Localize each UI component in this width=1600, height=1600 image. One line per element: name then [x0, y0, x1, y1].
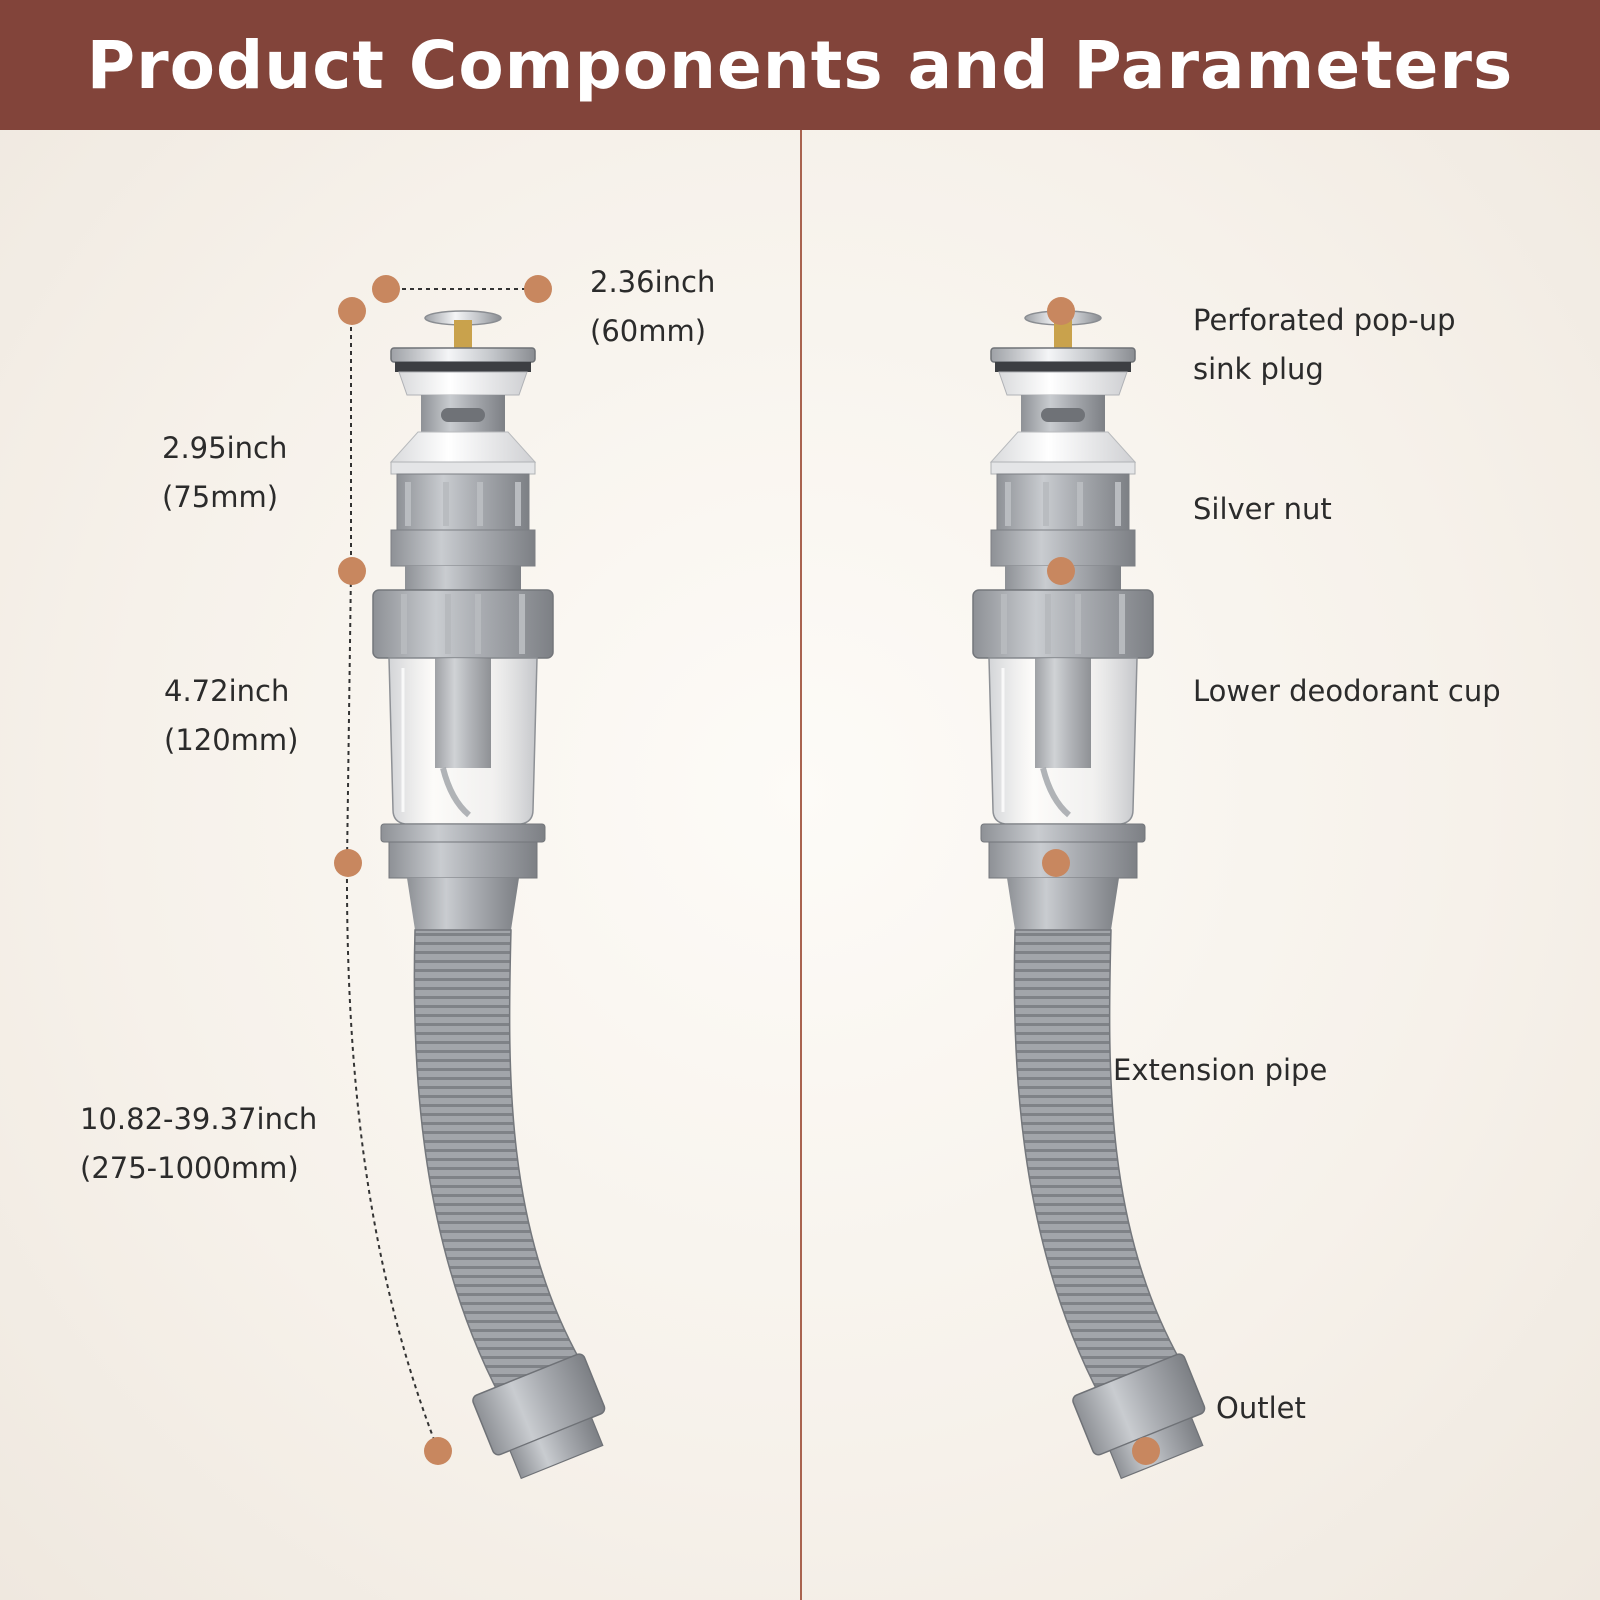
dimension-pipe-length: 10.82-39.37inch (275-1000mm) [80, 1095, 317, 1193]
marker-dot [1042, 849, 1070, 877]
component-outlet-label: Outlet [1216, 1391, 1306, 1425]
marker-dot [1047, 557, 1075, 585]
marker-dot [1132, 1437, 1160, 1465]
dimension-plug-width: 2.36inch (60mm) [590, 258, 715, 356]
panel-divider [800, 130, 802, 1600]
marker-dot [524, 275, 552, 303]
dimension-upper-height: 2.95inch (75mm) [162, 424, 287, 522]
marker-dot [372, 275, 400, 303]
dimension-inch: 4.72inch [164, 674, 290, 708]
dimension-inch: 2.36inch [590, 265, 716, 299]
drain-assembly-left [373, 311, 618, 1484]
dimension-mm: (120mm) [164, 723, 299, 757]
component-pipe-label: Extension pipe [1113, 1053, 1328, 1087]
component-plug-line1: Perforated pop-up [1193, 303, 1456, 337]
marker-dot [334, 849, 362, 877]
dimension-cup-height: 4.72inch (120mm) [164, 667, 298, 765]
marker-dot [338, 297, 366, 325]
marker-dot [1047, 297, 1075, 325]
marker-dot [424, 1437, 452, 1465]
component-plug-label: Perforated pop-up sink plug [1193, 296, 1456, 394]
page-title: Product Components and Parameters [0, 0, 1600, 130]
component-nut-label: Silver nut [1193, 492, 1332, 526]
marker-dot [338, 557, 366, 585]
dimension-inch: 2.95inch [162, 431, 288, 465]
component-plug-line2: sink plug [1193, 352, 1324, 386]
dimension-mm: (75mm) [162, 480, 279, 514]
component-cup-label: Lower deodorant cup [1193, 674, 1501, 708]
dimension-mm: (275-1000mm) [80, 1151, 299, 1185]
dimension-mm: (60mm) [590, 314, 707, 348]
drain-assembly-right [973, 311, 1218, 1484]
dimension-inch: 10.82-39.37inch [80, 1102, 318, 1136]
